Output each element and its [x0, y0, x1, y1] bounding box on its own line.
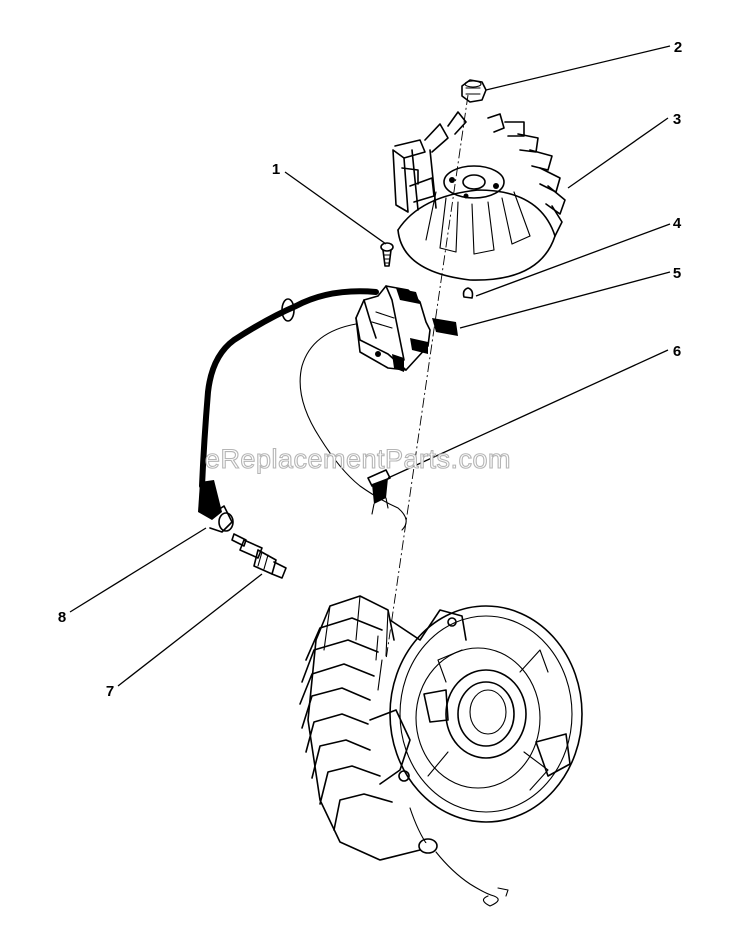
part-6-clip [367, 469, 391, 515]
callout-5: 5 [673, 265, 681, 282]
part-1-screw [380, 242, 394, 267]
callout-8: 8 [58, 609, 66, 626]
kill-wire [409, 807, 509, 907]
ground-wire [299, 323, 407, 531]
leader-line-5 [459, 271, 671, 329]
leader-line-8 [69, 527, 207, 613]
leader-line-4 [475, 223, 671, 297]
leader-line-1 [284, 171, 387, 245]
leader-line-7 [117, 573, 263, 687]
leader-line-6 [387, 349, 669, 479]
leader-line-2 [485, 45, 671, 91]
callout-4: 4 [673, 215, 682, 232]
part-7-spark-plug [231, 533, 287, 579]
callout-1: 1 [272, 161, 280, 178]
part-3-flywheel [392, 111, 566, 281]
callout-3: 3 [673, 111, 681, 128]
callout-2: 2 [674, 39, 682, 56]
part-4-key [462, 287, 474, 299]
centre-alignment-line [385, 94, 469, 661]
callout-7: 7 [106, 683, 114, 700]
watermark-text: eReplacementParts.com [205, 444, 511, 474]
part-2-nut [461, 79, 487, 103]
part-5-ignition-module [355, 285, 458, 372]
leader-line-3 [567, 117, 669, 189]
part-8-spark-plug-wire [198, 288, 379, 533]
callout-6: 6 [673, 343, 681, 360]
engine-block [299, 595, 583, 861]
